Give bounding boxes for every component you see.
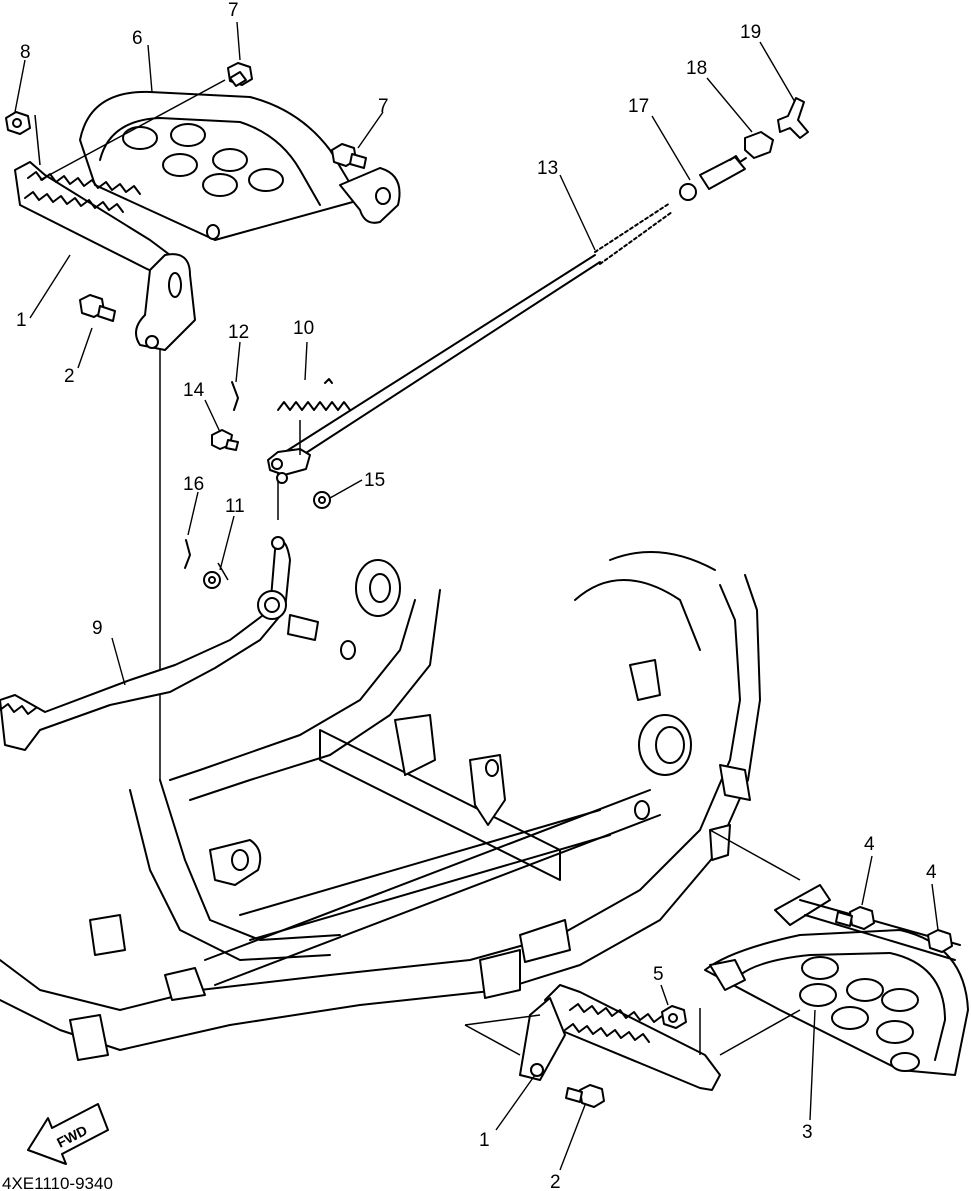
cotter-pin-12	[231, 381, 239, 411]
bolt-4-a	[835, 906, 875, 930]
callout-7-side: 7	[378, 96, 389, 117]
bolt-7-upper	[227, 62, 253, 87]
fwd-arrow-icon	[27, 1103, 109, 1165]
bolt-4-b	[927, 929, 953, 953]
callout-labels: 1 2 6 7 7 8 12 10 14 15 16 11 9 13 17 18…	[16, 0, 937, 1191]
return-spring-10	[277, 401, 351, 411]
callout-15: 15	[364, 470, 385, 491]
callout-6: 6	[132, 28, 143, 49]
callout-19: 19	[740, 22, 761, 43]
cotter-pin-16	[184, 539, 191, 569]
joint-17	[699, 156, 746, 190]
callout-1-upper: 1	[16, 310, 27, 331]
bolt-7-side	[331, 143, 367, 169]
bolt-2-upper	[79, 294, 116, 322]
adjuster-18	[744, 131, 774, 159]
left-footrest-assembly	[5, 62, 401, 780]
wing-nut-19	[777, 97, 809, 139]
callout-2-lower: 2	[550, 1172, 561, 1191]
callout-8: 8	[20, 42, 31, 63]
washer-17	[679, 183, 697, 201]
callout-3: 3	[802, 1122, 813, 1143]
callout-2-upper: 2	[64, 366, 75, 387]
fwd-arrow: FWD	[27, 1103, 109, 1165]
callout-9: 9	[92, 618, 103, 639]
callout-13: 13	[537, 158, 558, 179]
callout-12: 12	[228, 322, 249, 343]
callout-7-top: 7	[228, 0, 239, 21]
bolt-2-lower	[565, 1084, 605, 1108]
callout-4-a: 4	[864, 834, 875, 855]
brake-pedal-9	[0, 541, 291, 751]
drawing-code: 4XE1110-9340	[2, 1174, 113, 1191]
nut-5	[661, 1005, 687, 1029]
callout-leaders	[14, 21, 939, 1171]
callout-1-lower: 1	[479, 1130, 490, 1151]
callout-18: 18	[686, 58, 707, 79]
nut-8	[5, 111, 31, 135]
pivot-bolt	[287, 614, 319, 641]
vehicle-frame	[0, 551, 761, 1061]
callout-17: 17	[628, 96, 649, 117]
brake-pedal-assembly	[0, 97, 809, 751]
callout-10: 10	[293, 318, 314, 339]
callout-4-b: 4	[926, 862, 937, 883]
callout-11: 11	[225, 496, 245, 517]
callout-14: 14	[183, 380, 205, 401]
callout-16: 16	[183, 474, 204, 495]
callout-5: 5	[653, 964, 664, 985]
right-footrest-assembly	[464, 829, 969, 1108]
